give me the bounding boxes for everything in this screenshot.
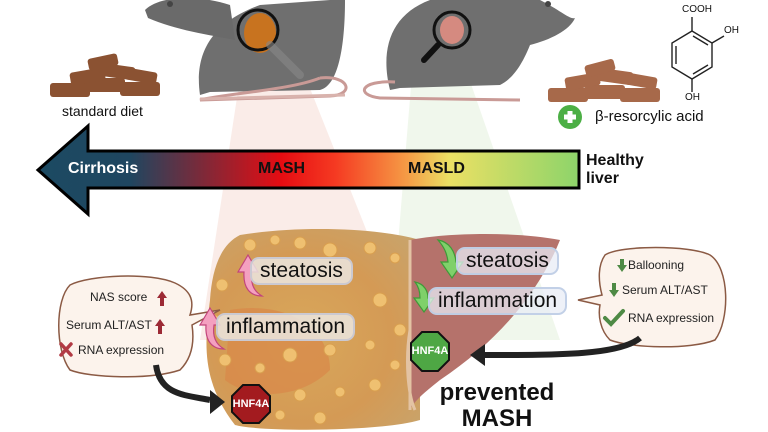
molecule-cooh-label: COOH	[682, 4, 712, 15]
right-bubble-item-rna: RNA expression	[628, 311, 715, 325]
right-bubble-item-alt: Serum ALT/AST	[622, 283, 708, 297]
right-mouse-illustration	[362, 0, 575, 102]
plus-circle-icon	[558, 105, 582, 129]
inflammation-up-arrow-icon	[198, 306, 227, 350]
stage-mash-label: MASH	[258, 160, 306, 177]
ballooning-down-arrow-icon	[617, 259, 627, 272]
standard-diet-label: standard diet	[62, 103, 143, 119]
right-hnf4a-marker	[410, 331, 450, 372]
outcome-line2: MASH	[461, 405, 533, 432]
left-steatosis-pill: steatosis	[250, 257, 353, 285]
fat-droplets	[209, 234, 407, 425]
beta-resorcylic-acid-structure	[671, 17, 725, 92]
healthy-liver-label: Healthy liver	[586, 152, 644, 188]
outcome-label: prevented MASH	[432, 380, 562, 432]
left-bubble-item-rna: RNA expression	[78, 343, 165, 357]
healthy-liver-line1: Healthy	[586, 152, 644, 169]
left-hnf4a-marker	[231, 384, 271, 424]
healthy-liver-lobe	[410, 234, 560, 410]
rna-x-icon	[59, 342, 73, 357]
stage-cirrhosis-label: Cirrhosis	[68, 160, 139, 177]
right-steatosis-pill: steatosis	[456, 247, 559, 275]
left-speech-bubble	[58, 275, 221, 378]
alt-down-arrow-icon	[609, 283, 619, 297]
left-mouse-illustration	[145, 0, 348, 102]
alt-up-arrow-icon	[155, 319, 165, 334]
left-hnf4a-arrow	[153, 364, 211, 403]
left-bubble-item-nas: NAS score	[90, 290, 148, 304]
rna-check-icon	[603, 309, 625, 327]
molecule-oh-side-label: OH	[724, 25, 739, 36]
left-hnf4a-label: HNF4A	[232, 398, 270, 410]
right-inflammation-pill: inflammation	[428, 287, 568, 315]
left-inflammation-pill: inflammation	[216, 313, 356, 341]
outcome-line1: prevented	[439, 379, 555, 406]
right-hnf4a-label: HNF4A	[411, 345, 449, 357]
molecule-oh-bottom-label: OH	[685, 92, 700, 103]
standard-diet-pellets	[50, 53, 160, 97]
left-bubble-item-alt: Serum ALT/AST	[66, 318, 152, 332]
nas-up-arrow-icon	[157, 291, 167, 306]
stage-masld-label: MASLD	[408, 160, 465, 177]
right-hnf4a-arrow	[484, 335, 642, 358]
right-bubble-item-ballooning: Ballooning	[628, 258, 685, 272]
beta-resorcylic-acid-label: β-resorcylic acid	[595, 108, 704, 125]
supplemented-diet-pellets	[548, 58, 660, 102]
healthy-liver-line2: liver	[586, 170, 619, 187]
